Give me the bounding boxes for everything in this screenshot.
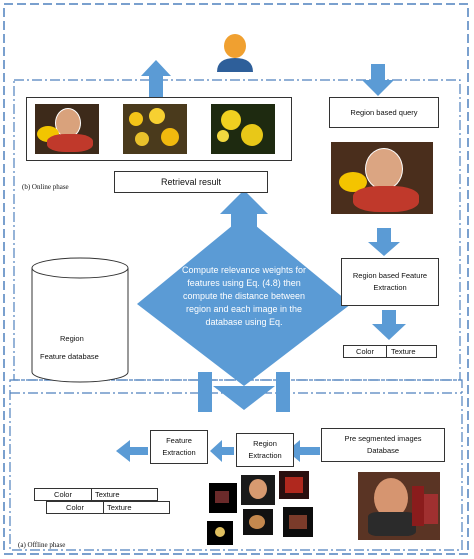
result-image-child xyxy=(35,104,99,154)
online-feature-table: Color Texture xyxy=(343,345,437,358)
offline-feature-table-1: Color Texture xyxy=(34,488,158,501)
feature-extraction-box: Feature Extraction xyxy=(150,430,208,464)
offline-table1-color: Color xyxy=(54,490,72,499)
center-compute-text: Compute relevance weights for features u… xyxy=(181,265,307,327)
online-table-divider xyxy=(386,345,387,358)
offline-table2-color: Color xyxy=(66,503,84,512)
database-label-line1: Region xyxy=(60,334,84,343)
diamond-bottom-point xyxy=(213,386,275,410)
offline-phase-label: (a) Offline phase xyxy=(18,541,66,549)
retrieval-up-arrow xyxy=(220,190,268,240)
segment-piece xyxy=(207,521,233,545)
offline-table1-texture: Texture xyxy=(95,490,120,499)
left-arrow-feature-to-db xyxy=(116,440,148,462)
up-arrow-to-user xyxy=(141,60,171,100)
offline-table2-texture: Texture xyxy=(107,503,132,512)
diamond-left-foot xyxy=(198,372,212,412)
center-diamond xyxy=(137,216,351,386)
offline-phase-frame xyxy=(9,379,463,551)
preseg-label-line1: Pre segmented images xyxy=(344,434,422,443)
online-color-cell: Color xyxy=(356,347,374,356)
segment-piece xyxy=(279,471,309,499)
left-arrow-preseg-to-region xyxy=(287,440,320,462)
user-body-icon xyxy=(217,58,253,72)
region-extraction-box: Region Extraction xyxy=(236,433,294,467)
segment-piece xyxy=(283,507,313,537)
preseg-database-box: Pre segmented images Database xyxy=(321,428,445,462)
result-image-flowers-2 xyxy=(211,104,275,154)
segment-piece xyxy=(243,509,273,535)
diamond-right-foot xyxy=(276,372,290,412)
preseg-image-man xyxy=(358,472,440,540)
database-label-line2: Feature database xyxy=(40,352,99,361)
region-query-box: Region based query xyxy=(329,97,439,128)
database-cylinder-top xyxy=(31,257,129,279)
offline-table1-divider xyxy=(91,488,92,501)
retrieval-result-box: Retrieval result xyxy=(114,171,268,193)
down-arrow-to-feature-table xyxy=(372,310,406,340)
segment-piece xyxy=(209,483,237,513)
segment-piece xyxy=(241,475,275,505)
query-image-child xyxy=(331,142,433,214)
offline-feature-table-2: Color Texture xyxy=(46,501,170,514)
left-arrow-region-to-feature xyxy=(210,440,234,462)
down-arrow-to-feature-extraction xyxy=(368,228,400,256)
database-cylinder-body xyxy=(31,268,129,383)
online-phase-label: (b) Online phase xyxy=(22,183,69,191)
region-feature-extraction-box: Region based Feature Extraction xyxy=(341,258,439,306)
segmented-regions-group xyxy=(207,471,319,547)
preseg-label-line2: Database xyxy=(366,446,400,455)
online-texture-cell: Texture xyxy=(391,347,416,356)
user-head-icon xyxy=(224,34,246,58)
result-image-flowers-1 xyxy=(123,104,187,154)
offline-table2-divider xyxy=(103,501,104,514)
down-arrow-to-query xyxy=(362,64,394,96)
result-images-panel xyxy=(26,97,292,161)
